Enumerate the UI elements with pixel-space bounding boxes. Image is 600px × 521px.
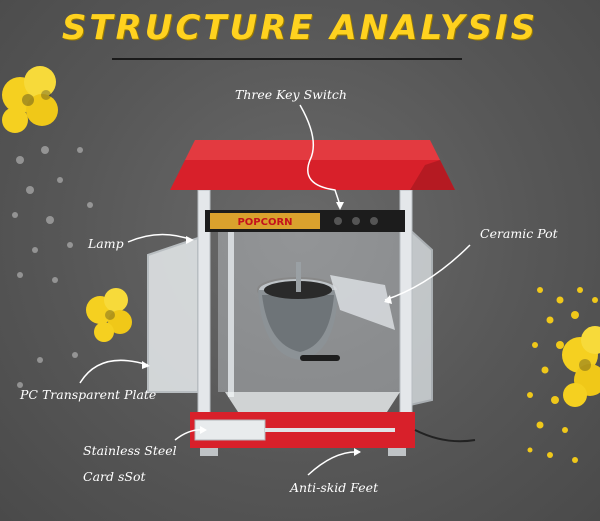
roof-front (170, 160, 455, 190)
page-title: STRUCTURE ANALYSIS (61, 8, 539, 48)
label-card-slot: Card sSot (83, 469, 146, 484)
decor-dots-left (12, 146, 93, 388)
popcorn-icon (86, 288, 132, 342)
popcorn-icon (2, 66, 58, 133)
popcorn-icon (562, 326, 600, 407)
label-pc-transparent-plate: PC Transparent Plate (20, 387, 157, 402)
ceramic-pot (257, 262, 395, 361)
label-three-key-switch: Three Key Switch (235, 87, 347, 102)
decor-dots-right (527, 287, 598, 463)
arrowheads (142, 202, 392, 456)
label-anti-skid-feet: Anti-skid Feet (290, 480, 379, 495)
machine-logo-text: POPCORN (237, 217, 292, 228)
label-stainless-steel: Stainless Steel (83, 443, 177, 458)
popcorn-machine: POPCORN (147, 140, 476, 456)
title-underline (112, 58, 462, 60)
label-ceramic-pot: Ceramic Pot (480, 226, 558, 241)
left-door-panel (147, 236, 199, 393)
label-lamp: Lamp (88, 236, 124, 251)
